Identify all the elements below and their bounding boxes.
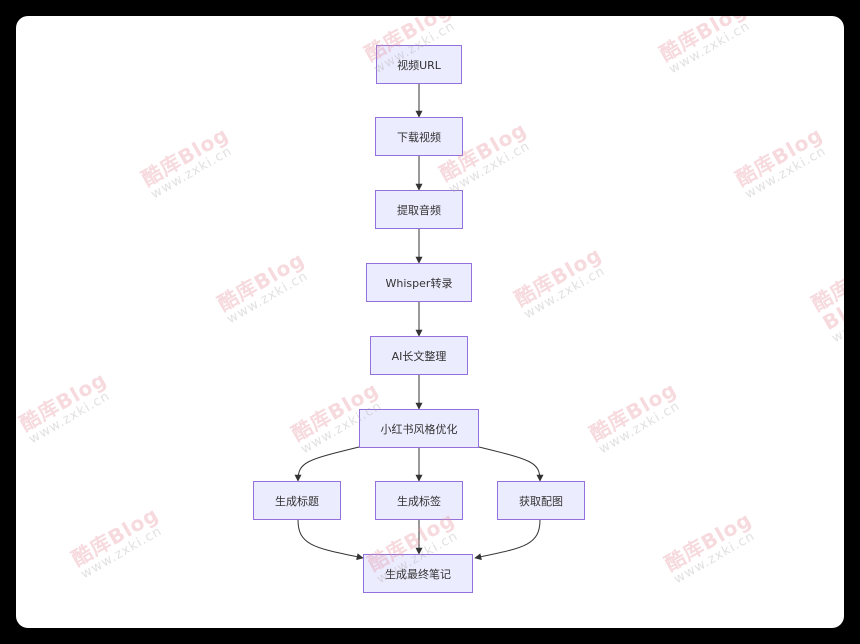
node-video-url: 视频URL <box>376 45 462 84</box>
node-final-note: 生成最终笔记 <box>363 554 473 593</box>
diagram-card: 视频URL 下载视频 提取音频 Whisper转录 AI长文整理 小红书风格优化… <box>16 16 844 628</box>
edge-title-to-final <box>297 519 364 561</box>
node-extract-audio: 提取音频 <box>375 190 463 229</box>
edge-images-to-final <box>474 519 541 561</box>
node-whisper-transcribe: Whisper转录 <box>366 263 472 302</box>
edge-xhs-to-images <box>478 446 544 482</box>
node-download-video: 下载视频 <box>375 117 463 156</box>
node-get-images: 获取配图 <box>497 481 585 520</box>
node-gen-tags: 生成标签 <box>375 481 463 520</box>
edges-layer <box>294 84 544 561</box>
node-ai-long-text: AI长文整理 <box>370 336 468 375</box>
node-gen-title: 生成标题 <box>253 481 341 520</box>
node-xhs-optimize: 小红书风格优化 <box>359 409 479 448</box>
edge-xhs-to-title <box>294 446 360 482</box>
